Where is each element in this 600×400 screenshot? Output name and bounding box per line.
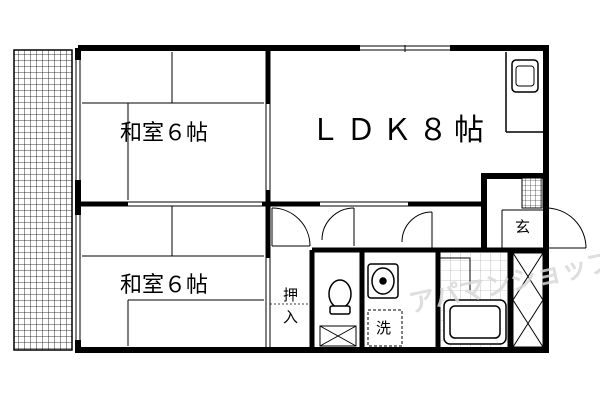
bath-folding-door — [440, 257, 471, 290]
balcony — [13, 49, 73, 351]
ldk-window — [360, 45, 450, 52]
room-label-laundry: 洗 — [376, 319, 391, 337]
entrance-door — [545, 207, 587, 249]
wash-basin — [367, 263, 399, 299]
room-label-closet-bottom: 入 — [283, 308, 298, 326]
laundry-pan — [367, 309, 403, 347]
left-windows — [75, 60, 82, 340]
tatami-lower — [82, 206, 264, 346]
door-swings — [271, 207, 433, 248]
storage-strip — [512, 252, 544, 348]
room-label-ldk: ＬＤＫ８帖 — [310, 113, 490, 148]
room-label-entrance: 玄 — [515, 218, 530, 236]
shoe-cabinet — [521, 177, 543, 209]
room-label-washitsu-lower: 和室６帖 — [120, 273, 208, 298]
kitchen-sink — [511, 59, 539, 93]
room-label-closet-top: 押 — [283, 286, 298, 304]
room-label-washitsu-upper: 和室６帖 — [120, 121, 208, 146]
toilet — [328, 279, 352, 315]
tatami-upper — [82, 52, 264, 200]
interior-walls — [78, 48, 546, 350]
bathtub — [443, 299, 507, 345]
toilet-floor-drain — [319, 325, 357, 347]
